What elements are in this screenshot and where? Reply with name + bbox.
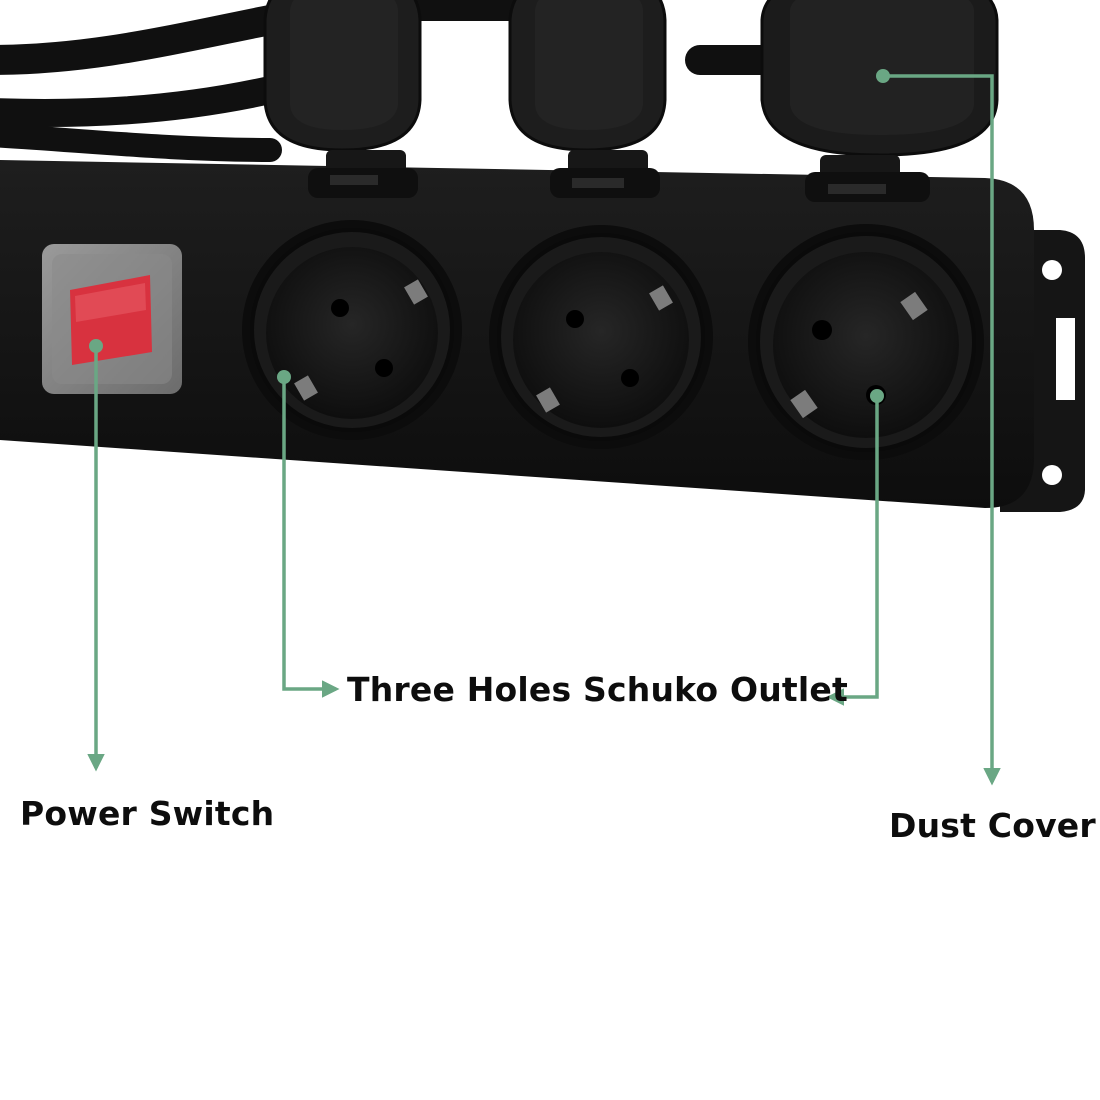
dust-cover-label: Dust Cover [889, 806, 1096, 845]
leader-line-cover [883, 74, 1001, 786]
leader-line-outlet-right [826, 396, 879, 706]
leader-line-outlet-left [282, 377, 340, 698]
power-switch [42, 244, 182, 394]
dust-covers [263, 0, 999, 202]
mount-hole-top [1042, 260, 1062, 280]
dust-cover-2 [508, 0, 667, 198]
leader-lines [87, 69, 1001, 786]
power-switch-label: Power Switch [20, 794, 275, 833]
schuko-socket-3 [748, 224, 984, 460]
mount-hole-bottom [1042, 465, 1062, 485]
dust-cover-3 [760, 0, 999, 202]
schuko-socket-1 [242, 220, 462, 440]
outlet-label: Three Holes Schuko Outlet [347, 670, 848, 709]
dust-cover-1 [263, 0, 422, 198]
schuko-socket-2 [489, 225, 713, 449]
